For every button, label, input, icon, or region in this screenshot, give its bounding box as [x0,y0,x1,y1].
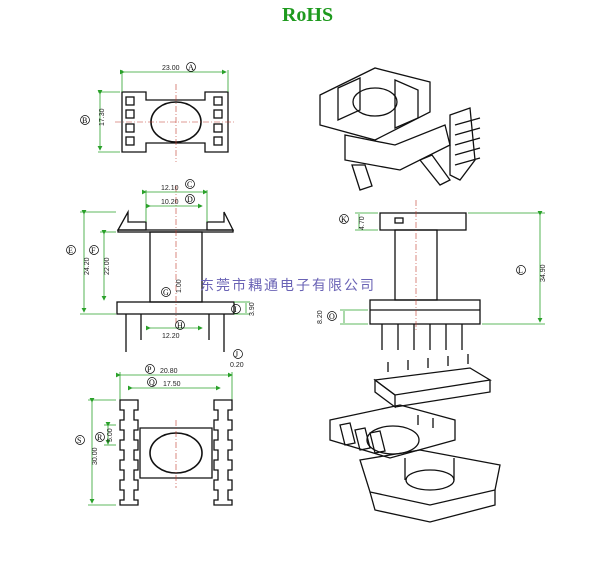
bottom-pin-pitch-label: J [235,350,238,359]
front-bottom-dim: 12.20 [162,333,180,340]
company-watermark: 东莞市耦通电子有限公司 [200,278,376,294]
side-height-dim: 34.90 [540,264,547,282]
bottom-outer-height-dim: 30.00 [92,447,99,465]
side-view-dimensions [340,211,545,325]
front-pin-dim: 3.90 [249,302,256,316]
front-outer-height-dim: 24.20 [84,257,91,275]
front-top-label-2: D [187,195,193,204]
bottom-inner-width-label: Q [149,378,155,387]
top-view-dimensions [97,69,229,153]
bottom-view-dimensions [88,372,233,506]
front-center-dim: 1.00 [176,279,183,293]
isometric-view-bottom [329,354,501,523]
front-top-label-1: C [187,180,192,189]
front-top-dim-2: 10.20 [161,199,179,206]
front-center-label: G [163,288,169,297]
front-view [116,186,235,352]
front-view-dimensions [80,189,250,331]
top-view [115,84,236,162]
bottom-inner-width-dim: 17.50 [163,381,181,388]
bottom-pin-pitch-dim: 0.20 [230,362,244,369]
bottom-inner-height-label: R [97,433,103,442]
side-base-label: O [329,312,335,321]
front-top-dim-1: 12.10 [161,185,179,192]
bottom-outer-width-label: P [147,365,152,374]
front-pin-label: I [234,305,237,314]
side-top-dim: 4.70 [359,216,366,230]
top-width-dim: 23.00 [162,65,180,72]
side-top-label: K [341,215,347,224]
rohs-title: RoHS [281,4,334,26]
top-width-label: A [188,63,194,72]
bottom-inner-height-dim: 5.00 [107,428,114,442]
front-inner-height-label: F [91,246,96,255]
bottom-outer-height-label: S [77,436,81,445]
front-inner-height-dim: 22.00 [104,257,111,275]
bottom-outer-width-dim: 20.80 [160,368,178,375]
side-base-dim: 8.20 [317,310,324,324]
isometric-view-top [319,67,481,191]
top-height-label: B [82,116,87,125]
bottom-view [119,399,233,506]
top-height-dim: 17.30 [99,108,106,126]
side-view [369,200,481,350]
side-height-label: L [518,266,523,275]
front-bottom-label: H [177,321,183,330]
front-outer-height-label: E [68,246,73,255]
